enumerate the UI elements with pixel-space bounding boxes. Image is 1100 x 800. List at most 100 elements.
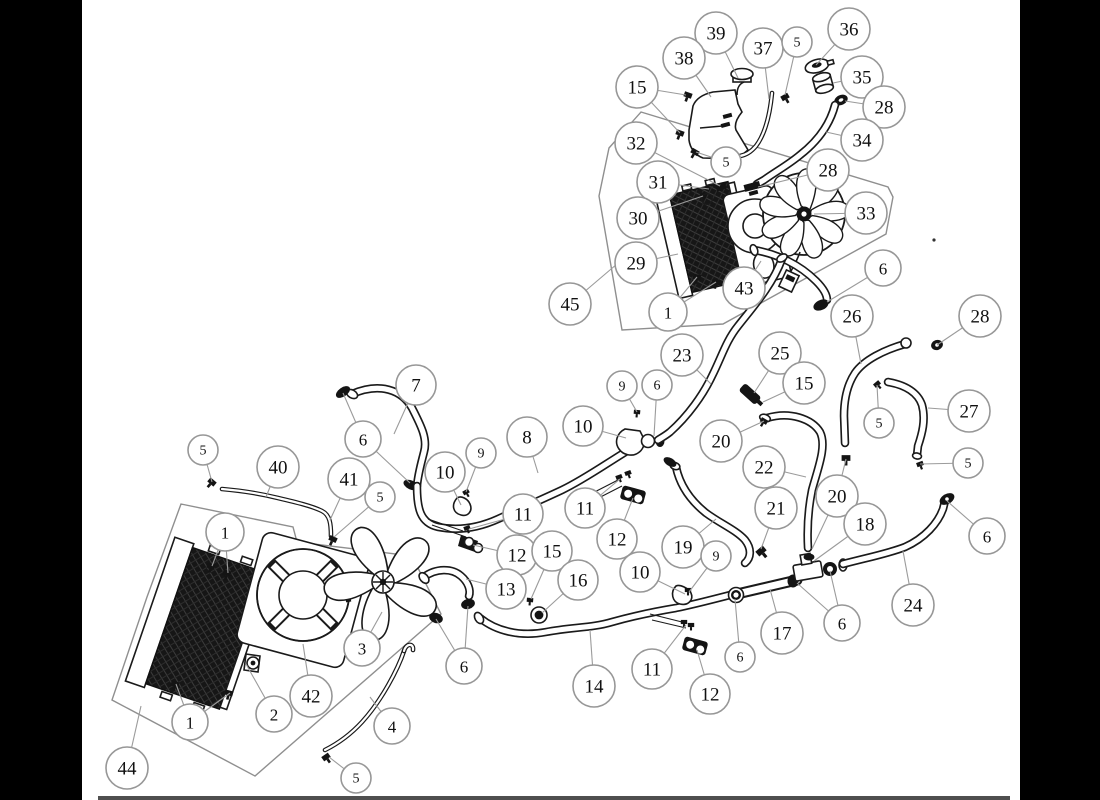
callout-balloon-5-44 <box>863 407 895 439</box>
callout-number-41: 41 <box>340 470 359 491</box>
callout-number-37: 37 <box>754 39 773 60</box>
callout-balloon-28-21 <box>958 294 1002 338</box>
reservoir-cap <box>730 67 754 83</box>
callout-number-25: 25 <box>771 344 790 365</box>
callout-balloon-20-42 <box>815 474 859 518</box>
callout-number-8: 8 <box>522 428 532 449</box>
clamp-bracket-B <box>576 469 646 508</box>
callout-number-5: 5 <box>876 417 883 432</box>
callout-number-4: 4 <box>388 718 397 737</box>
left-fan <box>319 523 440 646</box>
callout-balloon-6-32 <box>641 369 673 401</box>
callout-balloon-3-65 <box>343 629 381 667</box>
callout-number-1: 1 <box>186 714 195 733</box>
callout-number-14: 14 <box>585 677 605 698</box>
bottom-strip <box>98 796 1010 800</box>
callout-number-39: 39 <box>707 24 726 45</box>
callout-balloon-28-6 <box>862 85 906 129</box>
callout-balloon-29-15 <box>614 241 658 285</box>
callout-number-43: 43 <box>735 279 754 300</box>
callout-number-5: 5 <box>723 156 730 171</box>
callout-number-15: 15 <box>795 374 814 395</box>
callout-number-13: 13 <box>497 580 516 601</box>
callout-number-12: 12 <box>701 685 720 706</box>
callout-balloon-24-48 <box>891 583 935 627</box>
callout-balloon-15-24 <box>782 361 826 405</box>
callout-balloon-1-17 <box>648 292 688 332</box>
callout-number-20: 20 <box>828 487 847 508</box>
callout-number-10: 10 <box>631 563 650 584</box>
filler-neck <box>811 71 848 106</box>
callout-balloon-27-45 <box>947 389 991 433</box>
callout-balloon-2-67 <box>255 695 293 733</box>
callout-balloon-5-33 <box>187 434 219 466</box>
hose-guide-bracket-10a <box>452 488 472 517</box>
callout-number-34: 34 <box>853 131 873 152</box>
callout-balloon-20-37 <box>699 419 743 463</box>
left-fan-shroud <box>236 531 370 669</box>
callout-number-36: 36 <box>840 20 859 41</box>
callout-balloon-32-9 <box>614 121 658 165</box>
callout-balloon-15-53 <box>531 530 573 572</box>
hose-27 <box>872 380 925 471</box>
callout-number-28: 28 <box>819 161 838 182</box>
callout-balloon-15-8 <box>615 65 659 109</box>
callout-number-12: 12 <box>508 546 527 567</box>
callout-number-10: 10 <box>574 417 593 438</box>
callout-number-6: 6 <box>737 651 744 666</box>
callout-balloon-12-61 <box>689 673 731 715</box>
fan-connector <box>777 268 801 294</box>
callout-balloon-16-54 <box>557 559 599 601</box>
callout-number-5: 5 <box>794 36 801 51</box>
elbow-hose-13 <box>418 570 475 624</box>
callout-number-31: 31 <box>649 173 668 194</box>
radiator-side-bracket <box>243 653 261 673</box>
callout-number-23: 23 <box>673 346 692 367</box>
callout-number-33: 33 <box>857 204 876 225</box>
callout-balloon-43-18 <box>722 266 766 310</box>
hose-14 <box>473 594 734 634</box>
callout-number-29: 29 <box>627 254 646 275</box>
callout-balloon-10-27 <box>424 451 466 493</box>
callout-number-11: 11 <box>643 660 661 681</box>
callout-number-9: 9 <box>713 550 720 565</box>
callout-balloon-40-34 <box>256 445 300 489</box>
callout-balloon-39-0 <box>694 11 738 55</box>
callout-number-40: 40 <box>269 458 288 479</box>
callout-number-9: 9 <box>478 447 485 462</box>
sensor-25 <box>739 384 764 407</box>
callout-number-28: 28 <box>971 307 990 328</box>
aux-lower-hose <box>749 243 831 311</box>
callout-balloon-6-58 <box>445 647 483 685</box>
callout-number-18: 18 <box>856 515 875 536</box>
callout-number-5: 5 <box>377 491 384 506</box>
callout-number-12: 12 <box>608 530 627 551</box>
callout-number-16: 16 <box>569 571 588 592</box>
clamp-bracket-C <box>649 613 708 656</box>
callout-number-3: 3 <box>358 640 367 659</box>
callout-balloon-5-3 <box>781 26 813 58</box>
callout-balloon-18-43 <box>843 502 887 546</box>
upper-radiator-hose-34 <box>743 105 835 196</box>
callout-number-6: 6 <box>838 615 847 634</box>
aux-fan-shroud <box>722 184 792 288</box>
callout-balloon-28-11 <box>806 148 850 192</box>
callout-balloon-34-7 <box>840 118 884 162</box>
callout-balloon-44-69 <box>105 746 149 790</box>
callout-balloon-11-51 <box>564 487 606 529</box>
callout-balloon-5-46 <box>952 447 984 479</box>
callout-number-44: 44 <box>118 759 138 780</box>
callout-number-38: 38 <box>675 49 694 70</box>
callout-number-6: 6 <box>359 431 368 450</box>
coolant-reservoir <box>688 67 754 160</box>
callout-balloon-36-4 <box>827 7 871 51</box>
callout-number-45: 45 <box>561 295 580 316</box>
callout-balloon-26-20 <box>830 294 874 338</box>
callout-balloon-6-62 <box>724 641 756 673</box>
bottom-left-assembly-outline <box>111 503 442 777</box>
callout-number-32: 32 <box>627 134 646 155</box>
callout-number-20: 20 <box>712 432 731 453</box>
artifact-dot <box>932 238 936 242</box>
